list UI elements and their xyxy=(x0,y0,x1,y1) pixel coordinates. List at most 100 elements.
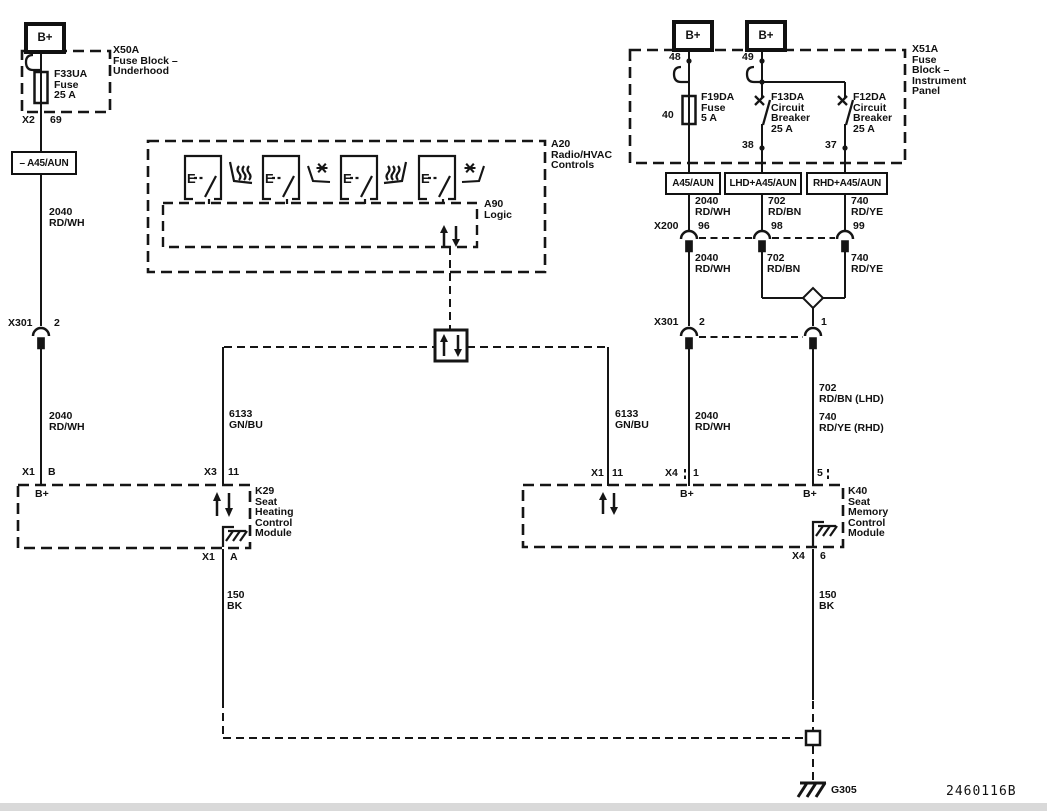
connector-x301-right-icon xyxy=(679,326,823,350)
circuit-tag-lhd-a45: LHD+A45/AUN xyxy=(724,172,802,195)
seat-cool-icon-4 xyxy=(461,163,485,184)
wire-150-bk-left xyxy=(222,549,805,739)
ground-g305-label: G305 xyxy=(831,784,857,796)
a20-title: A20 Radio/HVAC Controls xyxy=(551,138,613,171)
connector-x200-icon xyxy=(679,229,855,253)
fuse-f19da-icon xyxy=(681,94,697,126)
terminal-hook-48-icon xyxy=(672,65,689,84)
k40-bplus-label-1: B+ xyxy=(680,488,694,500)
pin-1-k40: 1 xyxy=(693,467,699,479)
connector-x3-k29-label: X3 xyxy=(204,466,217,478)
pin-a-k29: A xyxy=(230,551,238,563)
wire-label-740-a: 740 RD/YE xyxy=(851,195,884,218)
ground-g305-icon xyxy=(796,781,827,798)
switch-4-letter: E xyxy=(421,171,430,186)
splice-diamond-icon xyxy=(801,286,825,486)
a90-logic-outline xyxy=(161,201,479,249)
k29-title: K29 Seat Heating Control Module xyxy=(255,485,294,539)
f19da-label: F19DA Fuse 5 A xyxy=(701,91,735,124)
wire-label-2040-left-b: 2040 RD/WH xyxy=(49,410,85,433)
bplus-terminal-right-1: B+ xyxy=(672,20,714,52)
seat-switch-2-icon: E xyxy=(261,154,301,204)
updown-arrows-a90-icon xyxy=(440,225,460,247)
k40-module-outline xyxy=(521,483,845,549)
pin-69: 69 xyxy=(50,114,62,126)
f13da-label: F13DA Circuit Breaker 25 A xyxy=(771,91,811,135)
wire-label-702-a: 702 RD/BN xyxy=(768,195,802,218)
circuit-breaker-f12da-icon xyxy=(837,95,855,126)
updown-arrows-k40-icon xyxy=(599,492,618,515)
pin-98: 98 xyxy=(771,220,783,232)
pin-dots xyxy=(686,58,848,151)
seat-switch-4-icon: E xyxy=(417,154,457,204)
connector-x301-left-icon xyxy=(31,326,51,350)
pin-49: 49 xyxy=(742,51,754,63)
connector-x1-k29-label: X1 xyxy=(22,466,35,478)
pin-38: 38 xyxy=(742,139,754,151)
circuit-tag-a45: A45/AUN xyxy=(665,172,721,195)
wire-label-740-b: 740 RD/YE xyxy=(851,252,884,275)
pin-99: 99 xyxy=(853,220,865,232)
k40-ground-hook-icon xyxy=(811,520,838,546)
pin-37: 37 xyxy=(825,139,837,151)
fuse-block-x50a-outline xyxy=(20,49,112,114)
a90-title: A90 Logic xyxy=(484,198,512,221)
connector-x301-right-label: X301 xyxy=(654,316,679,328)
updown-arrows-k29-icon xyxy=(213,492,233,517)
pin-6-k40: 6 xyxy=(820,550,826,562)
splice-square-icon xyxy=(804,729,822,747)
connector-x2-label: X2 xyxy=(22,114,35,126)
wire-label-6133-right: 6133 GN/BU xyxy=(615,408,649,431)
wire-label-702-b: 702 RD/BN xyxy=(767,252,801,275)
x50a-title: X50A Fuse Block – Underhood xyxy=(113,44,178,77)
k29-module-outline xyxy=(16,483,252,550)
pin-96: 96 xyxy=(698,220,710,232)
pin-2-right: 2 xyxy=(699,316,705,328)
wire-label-150-right: 150 BK xyxy=(819,589,837,612)
connector-x4-k40-label: X4 xyxy=(665,467,678,479)
switch-2-letter: E xyxy=(265,171,274,186)
connector-x1-k40-label: X1 xyxy=(591,467,604,479)
connector-x301-left-label: X301 xyxy=(8,317,33,329)
pin-11-k29: 11 xyxy=(228,466,240,478)
f12da-label: F12DA Circuit Breaker 25 A xyxy=(853,91,893,135)
k40-bplus-label-2: B+ xyxy=(803,488,817,500)
pin-2-left: 2 xyxy=(54,317,60,329)
serial-data-link-icon xyxy=(224,247,607,363)
switch-1-letter: E xyxy=(187,171,196,186)
bplus-terminal-left: B+ xyxy=(24,22,66,54)
seat-switch-3-icon: E xyxy=(339,154,379,204)
wire-label-2040-b: 2040 RD/WH xyxy=(695,252,731,275)
x51a-title: X51A Fuse Block – Instrument Panel xyxy=(912,43,967,97)
k29-bplus-label: B+ xyxy=(35,488,49,500)
pin-5-k40: 5 xyxy=(817,467,823,479)
seat-switch-1-icon: E xyxy=(183,154,223,204)
seat-heat-icon-1 xyxy=(228,161,253,185)
document-id: 2460116B xyxy=(946,784,1017,799)
wire-label-740-rhd: 740 RD/YE (RHD) xyxy=(819,411,884,434)
seat-heat-icon-3 xyxy=(383,161,408,185)
pin-b-k29: B xyxy=(48,466,56,478)
wire-label-2040-c: 2040 RD/WH xyxy=(695,410,731,433)
k29-ground-hook-icon xyxy=(221,525,248,547)
wire-label-2040-left-a: 2040 RD/WH xyxy=(49,206,85,229)
seat-cool-icon-2 xyxy=(307,163,331,184)
wire-label-150-left: 150 BK xyxy=(227,589,245,612)
scan-edge-artifact xyxy=(0,803,1047,811)
wire-label-2040-a: 2040 RD/WH xyxy=(695,195,731,218)
circuit-breaker-f13da-icon xyxy=(754,95,772,126)
connector-x4-k40-out-label: X4 xyxy=(792,550,805,562)
circuit-tag-rhd-a45: RHD+A45/AUN xyxy=(806,172,888,195)
pin-1-right: 1 xyxy=(821,316,827,328)
wire-label-6133-left: 6133 GN/BU xyxy=(229,408,263,431)
wire-label-702-lhd: 702 RD/BN (LHD) xyxy=(819,382,884,405)
k40-title: K40 Seat Memory Control Module xyxy=(848,485,889,539)
circuit-tag-a45-left: – A45/AUN xyxy=(11,151,77,175)
x4-pin-ticks xyxy=(684,469,829,482)
f33ua-label: F33UA Fuse 25 A xyxy=(54,68,88,101)
pin-40: 40 xyxy=(662,109,674,121)
pin-48: 48 xyxy=(669,51,681,63)
pin-11-k40: 11 xyxy=(612,467,624,479)
